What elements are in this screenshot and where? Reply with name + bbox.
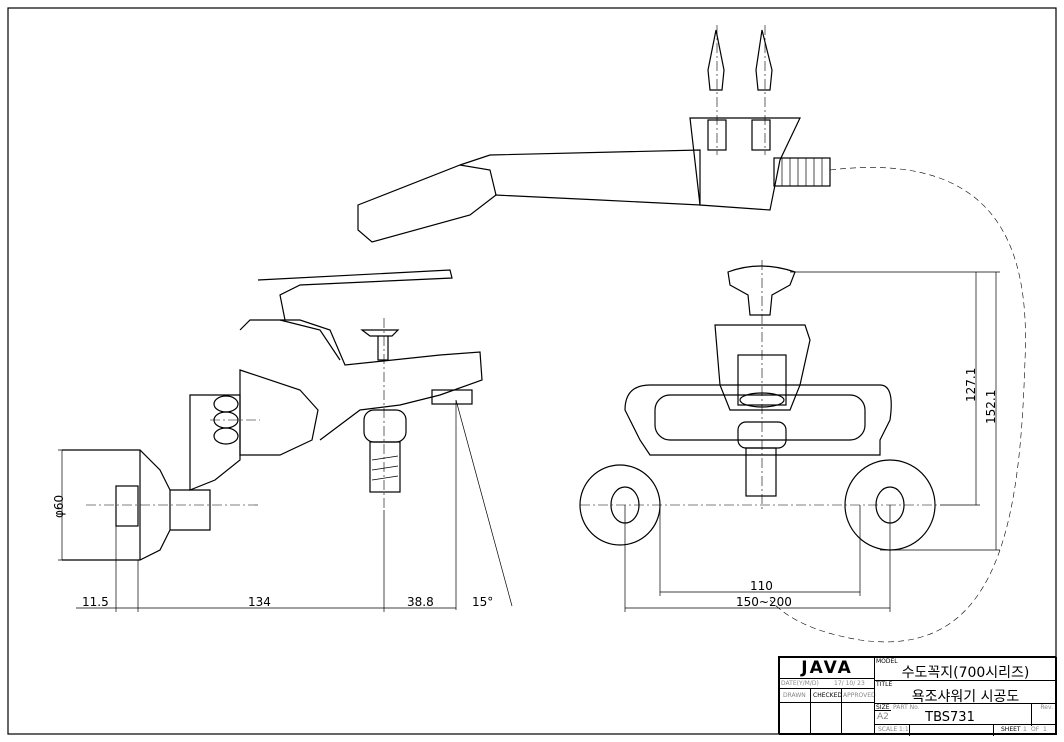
rev-label: Rev. xyxy=(1040,704,1053,711)
dim-11-5: 11.5 xyxy=(82,595,109,609)
title-label: TITLE xyxy=(876,681,893,688)
shower-head-assembly xyxy=(357,25,1026,643)
sheet-label: SHEET xyxy=(1001,726,1021,733)
sheet-value: 1 xyxy=(1023,726,1027,733)
checked-label: CHECKED xyxy=(813,692,843,699)
dim-diameter-60: φ60 xyxy=(52,495,66,518)
date-value: 17/ 10/ 23 xyxy=(834,680,865,687)
model-cell: MODEL 수도꼭지(700시리즈) xyxy=(874,657,1057,681)
part-cell: SIZE A2 PART No. TBS731 Rev. xyxy=(874,703,1057,726)
model-value: 수도꼭지(700시리즈) xyxy=(901,665,1030,681)
size-value: A2 xyxy=(877,712,889,722)
title-value: 욕조샤워기 시공도 xyxy=(911,689,1020,705)
part-no-label: PART No. xyxy=(893,704,920,711)
approved-label: APPROVED xyxy=(843,692,876,699)
dim-152-1: 152.1 xyxy=(984,390,998,424)
dim-134: 134 xyxy=(248,595,271,609)
dim-angle-15: 15° xyxy=(472,595,493,609)
dim-127-1: 127.1 xyxy=(964,368,978,402)
dim-150-200: 150~200 xyxy=(736,595,792,609)
dim-110: 110 xyxy=(750,579,773,593)
front-view-faucet xyxy=(579,260,940,551)
logo: JAVA xyxy=(801,658,853,678)
size-label: SIZE xyxy=(876,704,890,711)
side-view-faucet xyxy=(62,269,513,610)
of-label: OF xyxy=(1031,726,1040,733)
model-label: MODEL xyxy=(876,658,898,665)
scale-value: 1:1 xyxy=(899,726,909,733)
scale-label: SCALE xyxy=(878,726,898,733)
part-no-value: TBS731 xyxy=(925,710,975,725)
logo-cell: JAVA xyxy=(779,657,875,679)
title-cell: TITLE 욕조샤워기 시공도 xyxy=(874,680,1057,705)
scale-sheet-cell: SCALE 1:1 SHEET 1 OF 1 xyxy=(874,724,1057,736)
title-block: JAVA DATE(Y/M/D) 17/ 10/ 23 DRAWN CHECKE… xyxy=(778,656,1057,736)
drawing-border xyxy=(7,7,1057,735)
of-value: 1 xyxy=(1043,726,1047,733)
date-label: DATE(Y/M/D) xyxy=(781,680,819,687)
drawn-label: DRAWN xyxy=(783,692,806,699)
front-view-dimensions: 110 150~200 127.1 152.1 xyxy=(624,271,1000,612)
dim-38-8: 38.8 xyxy=(407,595,434,609)
side-view-dimensions: φ60 11.5 134 38.8 15° xyxy=(52,449,493,612)
